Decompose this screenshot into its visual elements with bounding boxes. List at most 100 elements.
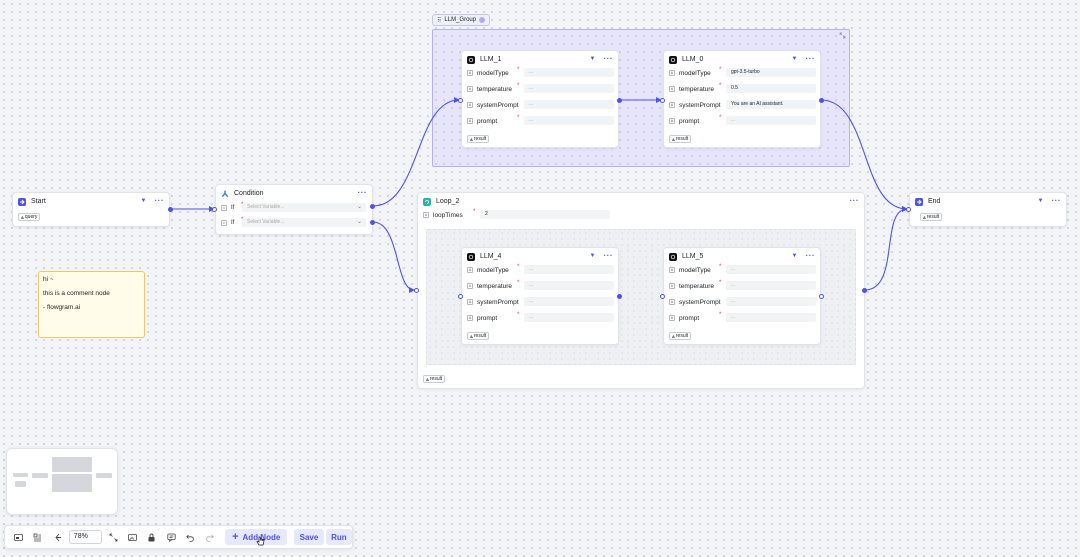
edge-loop-end xyxy=(864,206,908,291)
temperature-input[interactable]: ... xyxy=(524,281,614,290)
more-icon[interactable]: ··· xyxy=(849,196,859,205)
llm1-in-port[interactable] xyxy=(458,98,463,103)
model-type-input[interactable]: ... xyxy=(524,265,614,274)
condition-variable-select[interactable]: Select Variable... ⌄ xyxy=(242,218,366,227)
field-label: systemPrompt xyxy=(679,298,721,306)
minimap-icon[interactable] xyxy=(9,528,28,546)
loop-in-port[interactable] xyxy=(414,288,419,293)
condition-type-icon: = xyxy=(221,205,227,211)
field-label: temperature xyxy=(477,85,513,93)
branch-icon xyxy=(221,190,229,198)
field-label: systemPrompt xyxy=(477,101,519,109)
model-type-input[interactable]: ... xyxy=(524,68,614,77)
condition-in-port[interactable] xyxy=(212,207,217,212)
more-icon[interactable]: ··· xyxy=(805,54,815,63)
system-prompt-input[interactable]: ... xyxy=(524,100,614,109)
field-label: modelType xyxy=(679,266,711,274)
model-type-input[interactable]: gpt-3.5-turbo xyxy=(726,68,816,77)
model-type-input[interactable]: ... xyxy=(726,265,816,274)
lock-icon[interactable] xyxy=(142,528,161,546)
start-out-port[interactable] xyxy=(168,207,173,212)
temperature-input[interactable]: 0.5 xyxy=(726,84,816,93)
field-label: systemPrompt xyxy=(477,298,519,306)
group-color-dot[interactable] xyxy=(479,17,486,23)
llm-group-tag[interactable]: ⠿ LLM_Group xyxy=(432,14,491,26)
more-icon[interactable]: ··· xyxy=(154,196,164,205)
llm4-in-port[interactable] xyxy=(458,294,463,299)
field-label: loopTimes xyxy=(433,211,463,219)
comment-node[interactable]: hi ~ this is a comment node - flowgram.a… xyxy=(38,271,145,338)
temperature-input[interactable]: ... xyxy=(726,281,816,290)
condition-out-port-1[interactable] xyxy=(370,204,375,209)
more-icon[interactable]: ··· xyxy=(603,251,613,260)
temperature-input[interactable]: ... xyxy=(524,84,614,93)
loop-times-input[interactable]: 2 xyxy=(480,210,610,219)
llm1-out-port[interactable] xyxy=(617,98,622,103)
chevron-down-icon[interactable]: ▼ xyxy=(589,253,596,259)
prompt-input[interactable]: ... xyxy=(524,313,614,322)
string-type-icon: A xyxy=(467,118,473,124)
system-prompt-input[interactable]: ... xyxy=(726,297,816,306)
undo-icon[interactable] xyxy=(181,528,200,546)
minimap[interactable] xyxy=(6,448,118,515)
llm0-in-port[interactable] xyxy=(660,98,665,103)
system-prompt-input[interactable]: ... xyxy=(524,297,614,306)
run-button[interactable]: Run xyxy=(325,529,352,545)
drag-handle-icon[interactable]: ⠿ xyxy=(437,17,442,24)
condition-node[interactable]: Condition ··· = If * Select Variable... … xyxy=(215,184,373,235)
fit-view-icon[interactable] xyxy=(48,528,67,546)
condition-row: = If * xyxy=(221,202,243,213)
system-prompt-input[interactable]: You are an AI assistant. xyxy=(726,100,816,109)
comment-icon[interactable] xyxy=(162,528,181,546)
zoom-level-input[interactable]: 78% xyxy=(68,530,102,544)
more-icon[interactable]: ··· xyxy=(357,188,367,197)
end-in-port[interactable] xyxy=(906,207,911,212)
chevron-down-icon[interactable]: ▼ xyxy=(791,253,798,259)
group-collapse-icon[interactable] xyxy=(839,32,846,39)
image-icon[interactable] xyxy=(123,528,142,546)
auto-layout-icon[interactable] xyxy=(28,528,47,546)
prompt-input[interactable]: ... xyxy=(726,313,816,322)
llm5-in-port[interactable] xyxy=(660,294,665,299)
condition-variable-select[interactable]: Select Variable... ⌄ xyxy=(242,203,366,212)
chevron-down-icon[interactable]: ▼ xyxy=(589,56,596,62)
field-row: #loopTimes* xyxy=(423,209,475,220)
field-row: #temperature* xyxy=(467,83,519,94)
more-icon[interactable]: ··· xyxy=(603,54,613,63)
more-icon[interactable]: ··· xyxy=(805,251,815,260)
node-title: End xyxy=(928,198,941,205)
more-icon[interactable]: ··· xyxy=(1051,196,1061,205)
prompt-input[interactable]: ... xyxy=(524,116,614,125)
condition-out-port-2[interactable] xyxy=(370,220,375,225)
node-title: LLM_0 xyxy=(682,56,704,63)
minimap-node xyxy=(96,473,112,478)
minimap-node xyxy=(32,473,48,478)
comment-line: - flowgram.ai xyxy=(43,304,81,311)
node-title: Loop_2 xyxy=(436,198,460,205)
save-button[interactable]: Save xyxy=(294,529,324,545)
expand-icon[interactable] xyxy=(104,528,123,546)
redo-icon[interactable] xyxy=(200,528,219,546)
chevron-down-icon[interactable]: ▼ xyxy=(791,56,798,62)
chevron-down-icon[interactable]: ▼ xyxy=(140,198,147,204)
prompt-input[interactable]: ... xyxy=(726,116,816,125)
chevron-down-icon[interactable]: ▼ xyxy=(1037,198,1044,204)
llm5-out-port[interactable] xyxy=(819,294,824,299)
llm4-out-port[interactable] xyxy=(617,294,622,299)
add-node-button[interactable]: + Add Node xyxy=(225,529,288,545)
loop-out-port[interactable] xyxy=(862,288,867,293)
llm0-out-port[interactable] xyxy=(819,98,824,103)
